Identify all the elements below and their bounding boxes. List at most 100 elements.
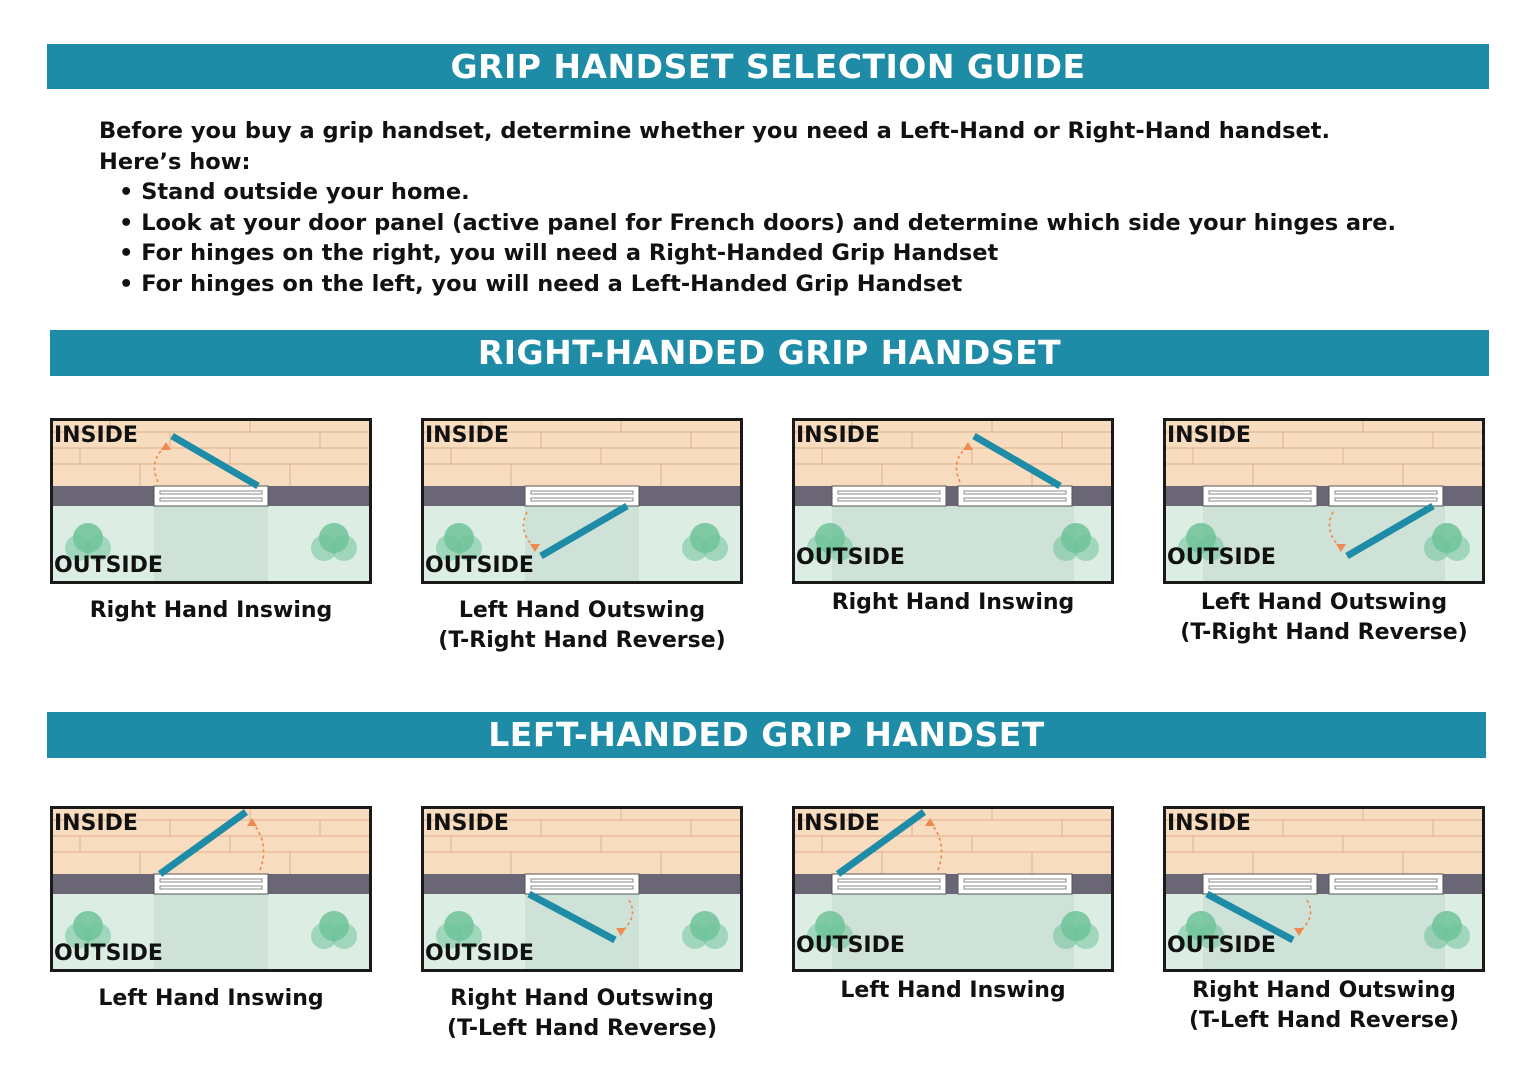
bush-icon xyxy=(1053,911,1099,949)
door-frame xyxy=(153,873,269,895)
caption-line: Left Hand Inswing xyxy=(98,986,324,1011)
diagram-caption: Right Hand Inswing xyxy=(792,588,1114,618)
arrowhead-icon xyxy=(963,442,973,450)
intro-bullet-list: Stand outside your home. Look at your do… xyxy=(99,177,1396,299)
inside-label: INSIDE xyxy=(425,423,509,448)
inside-label: INSIDE xyxy=(1167,811,1251,836)
bush-icon xyxy=(807,911,853,949)
outside-label: OUTSIDE xyxy=(796,545,905,570)
swing-arrow xyxy=(929,821,943,871)
inside-floor xyxy=(421,418,743,486)
door-leaf xyxy=(170,432,260,490)
caption-line: Left Hand Outswing xyxy=(458,598,706,623)
outside-label: OUTSIDE xyxy=(425,941,534,966)
diagram-caption: Right Hand Outswing (T-Left Hand Reverse) xyxy=(1163,976,1485,1036)
entry-path xyxy=(154,894,268,972)
outside-label: OUTSIDE xyxy=(1167,545,1276,570)
bush-icon xyxy=(311,911,357,949)
diagram-border xyxy=(792,418,1114,584)
arrowhead-icon xyxy=(1294,928,1304,936)
inside-floor xyxy=(50,418,372,486)
caption-line: Left Hand Outswing xyxy=(1200,590,1448,615)
inside-label: INSIDE xyxy=(54,811,138,836)
diagram-border xyxy=(421,806,743,972)
floor-boards xyxy=(792,418,1114,486)
floor-boards xyxy=(50,418,372,486)
diagram-border xyxy=(1163,806,1485,972)
door-diagram: INSIDE OUTSIDE Right Hand Outswing(T-Left … xyxy=(421,806,743,1044)
floor-boards xyxy=(421,418,743,486)
caption-line: Right Hand Outswing xyxy=(1192,978,1456,1003)
diagram-caption: Right Hand Inswing xyxy=(50,596,372,626)
inside-label: INSIDE xyxy=(1167,423,1251,448)
entry-path xyxy=(1203,894,1445,972)
inside-label: INSIDE xyxy=(425,811,509,836)
intro-bullet: Stand outside your home. xyxy=(119,177,1396,208)
inside-label: INSIDE xyxy=(796,423,880,448)
outside-label: OUTSIDE xyxy=(54,553,163,578)
intro-bullet: For hinges on the right, you will need a… xyxy=(119,238,1396,269)
entry-path xyxy=(154,506,268,584)
inside-floor xyxy=(421,806,743,874)
arrowhead-icon xyxy=(247,818,257,826)
floor-boards xyxy=(421,806,743,874)
swing-arrow xyxy=(251,821,265,871)
arrowhead-icon xyxy=(925,818,935,826)
outside-label: OUTSIDE xyxy=(54,941,163,966)
door-diagram: INSIDE OUTSIDE Right Hand Inswing xyxy=(50,418,372,626)
entry-path xyxy=(832,894,1074,972)
diagram-caption: Left Hand Inswing xyxy=(50,984,372,1014)
door-diagram-panel: INSIDE OUTSIDE xyxy=(50,418,372,584)
caption-line: Right Hand Outswing xyxy=(450,986,714,1011)
door-leaf xyxy=(157,809,249,877)
bush-icon xyxy=(65,523,111,561)
bush-icon xyxy=(1178,911,1224,949)
caption-line: (T-Left Hand Reverse) xyxy=(1188,1008,1459,1033)
bush-icon xyxy=(65,911,111,949)
arrowhead-icon xyxy=(161,442,171,450)
right-handed-section-banner: RIGHT-HANDED GRIP HANDSET xyxy=(50,330,1489,376)
diagram-border xyxy=(50,806,372,972)
caption-line: Left Hand Inswing xyxy=(840,978,1066,1003)
french-door-frame xyxy=(831,485,1073,507)
arrowhead-icon xyxy=(530,544,540,552)
door-leaf xyxy=(1205,890,1295,944)
door-frame xyxy=(524,873,640,895)
caption-line: (T-Right Hand Reverse) xyxy=(1180,620,1468,645)
floor-boards xyxy=(1163,806,1485,874)
door-diagram-panel: INSIDE OUTSIDE xyxy=(50,806,372,972)
page-title-banner: GRIP HANDSET SELECTION GUIDE xyxy=(47,44,1489,89)
door-frame xyxy=(524,485,640,507)
door-leaf xyxy=(835,809,927,877)
door-leaf xyxy=(1345,502,1435,560)
diagram-border xyxy=(50,418,372,584)
diagram-caption: Left Hand Outswing (T-Right Hand Reverse) xyxy=(421,596,743,656)
intro-text: Before you buy a grip handset, determine… xyxy=(99,116,1396,299)
inside-floor xyxy=(792,806,1114,874)
inside-floor xyxy=(1163,418,1485,486)
diagram-caption: Right Hand Outswing(T-Left Hand Reverse) xyxy=(421,984,743,1044)
caption-line: Right Hand Inswing xyxy=(89,598,333,623)
inside-label: INSIDE xyxy=(796,811,880,836)
bush-icon xyxy=(807,523,853,561)
diagram-border xyxy=(792,806,1114,972)
floor-boards xyxy=(1163,418,1485,486)
door-diagram-panel: INSIDE OUTSIDE xyxy=(792,418,1114,584)
french-door-frame xyxy=(1202,873,1444,895)
intro-line-1: Before you buy a grip handset, determine… xyxy=(99,118,1331,144)
caption-line: Right Hand Inswing xyxy=(831,590,1075,615)
arrowhead-icon xyxy=(1336,544,1346,552)
floor-boards xyxy=(792,806,1114,874)
caption-line: (T-Right Hand Reverse) xyxy=(438,628,726,653)
bush-icon xyxy=(682,911,728,949)
door-leaf xyxy=(539,502,629,560)
inside-label: INSIDE xyxy=(54,423,138,448)
french-door-frame xyxy=(1202,485,1444,507)
door-leaf xyxy=(527,890,617,944)
diagram-caption: Left Hand Inswing xyxy=(792,976,1114,1006)
arrowhead-icon xyxy=(616,928,626,936)
